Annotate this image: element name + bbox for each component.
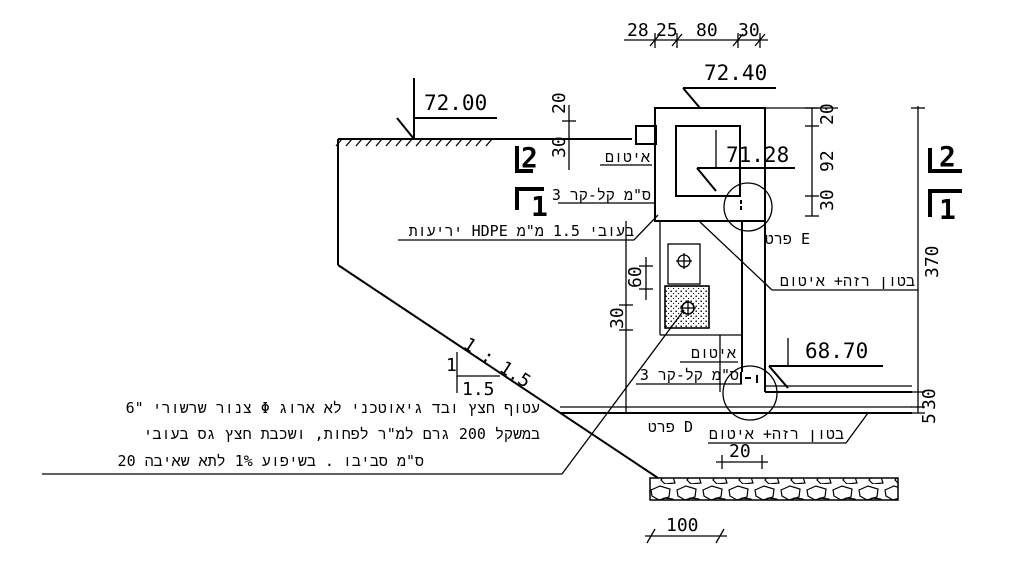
text-concrete-upper: בטון רזה+ איטום [780,272,915,290]
label-sealing-lower: איטום [680,344,738,363]
level-top: 72.40 [682,61,776,109]
drainage-pipe [664,243,710,329]
text-detail-d: פרט D [648,418,693,436]
text-cladding-lower: 3 ס"מ קל-קר [640,366,739,384]
dim-top-30: 30 [738,20,760,41]
detail-e-circle [723,182,773,232]
level-ground: 72.00 [396,78,497,140]
text-concrete-lower: בטון רזה+ איטום [709,425,844,443]
dim-left-20: 20 [549,92,570,114]
slope-ratio: 1 : 1.5 1 1.5 [446,334,534,400]
level-inner-label: 71.28 [726,143,789,167]
dim-left-30: 30 [549,136,570,158]
note-line-3: 20 ס"מ סביבו . בשיפוע 1% לתא שאיבה [118,452,424,470]
dim-bottom-100: 100 [666,515,699,536]
right-dimension: 20 92 30 370 30 5 [765,103,943,424]
box-structure [560,107,912,414]
ground-line [335,138,632,147]
section-marker-left: 2 1 [515,141,548,223]
label-concrete-upper: בטון רזה+ איטום [699,221,918,291]
dim-top-25: 25 [656,20,678,41]
label-cladding-upper: 3 ס"מ קל-קר [552,186,654,204]
note-line-1: צנור שרשורי "6 Φ עטוף חצץ ובד גיאוטכני ל… [126,399,540,417]
dim-right-92: 92 [817,150,838,172]
text-detail-e: פרט E [765,230,810,248]
level-bottom: 68.70 [768,338,883,389]
label-concrete-lower: בטון רזה+ איטום [708,412,869,444]
level-top-label: 72.40 [704,61,767,85]
dim-right-30: 30 [817,189,838,211]
level-inner: 71.28 [696,130,795,192]
dim-base-30: 30 [919,388,940,410]
dim-right-20: 20 [817,103,838,125]
level-bottom-label: 68.70 [805,339,868,363]
label-cladding-lower: 3 ס"מ קל-קר [636,366,742,385]
dim-base-5: 5 [919,413,940,424]
gravel-bed [649,477,899,501]
note-leader [42,309,685,475]
left-dimension: 20 30 [549,92,576,170]
dim-total-370: 370 [922,245,943,278]
bottom-dimension: 100 [645,515,727,544]
label-hdpe: יריעות HDPE בעובי 1.5 מ"מ [398,214,659,241]
slope-line [337,264,659,479]
text-hdpe: יריעות HDPE בעובי 1.5 מ"מ [409,222,634,240]
top-dimension: 28 25 80 30 [624,20,768,48]
dim-top-28: 28 [627,20,649,41]
text-cladding-upper: 3 ס"מ קל-קר [552,186,651,204]
slope-rise-label: 1 [446,355,457,376]
pipe-dimension: 60 30 [607,221,653,413]
section-left-lower: 1 [531,190,548,223]
level-ground-label: 72.00 [424,91,487,115]
dim-footing-20: 20 [729,441,751,462]
dim-top-80: 80 [696,20,718,41]
dim-pipe-30: 30 [607,307,628,329]
slope-run-label: 1.5 [462,379,495,400]
section-left-upper: 2 [521,141,538,174]
detail-d-circle [722,365,778,421]
section-marker-right: 2 1 [928,140,962,226]
text-sealing-upper: איטום [605,148,650,166]
text-sealing-lower: איטום [691,344,736,362]
footing-dimension: 20 [716,441,768,469]
section-right-upper: 2 [939,140,956,173]
label-sealing-upper: איטום [600,148,652,166]
dim-pipe-60: 60 [625,266,646,288]
note-line-2: במשקל 200 גרם למ"ר לפחות, ושכבת חצץ גס ב… [144,425,540,443]
section-right-lower: 1 [939,193,956,226]
